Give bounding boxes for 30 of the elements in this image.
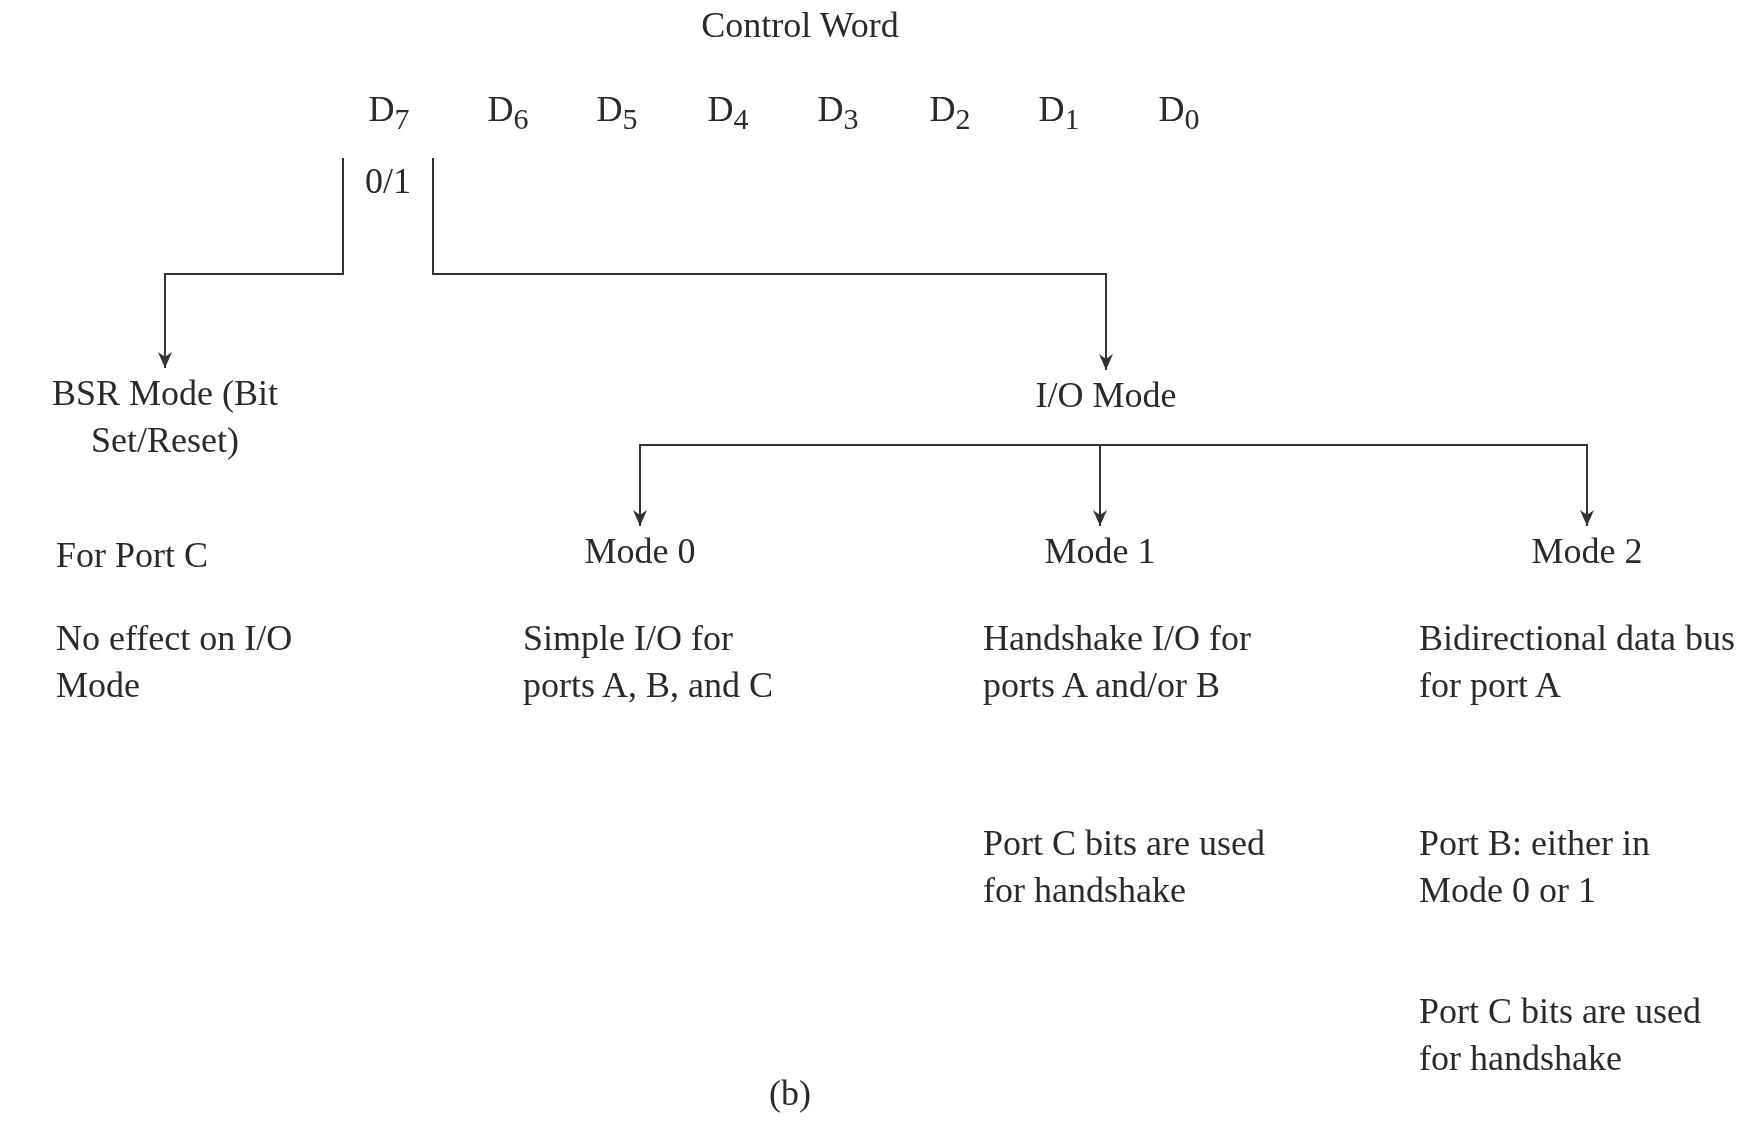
- bit-label: D$_{4}$: [706, 88, 750, 138]
- bit-label: D$_{1}$: [1037, 88, 1081, 138]
- mode-title: Mode 2: [1530, 530, 1644, 573]
- bit-label: D$_{0}$: [1157, 88, 1201, 138]
- mode-title: Mode 1: [1043, 530, 1157, 573]
- bit-label: D$_{5}$: [595, 88, 639, 138]
- bit-value: 0/1: [364, 160, 412, 203]
- figure-caption: (b): [768, 1072, 812, 1115]
- mode-title: BSR Mode (Bit Set/Reset): [50, 372, 279, 462]
- bit-label: D$_{2}$: [928, 88, 972, 138]
- arrow: [1099, 444, 1594, 527]
- mode-description: Simple I/O for ports A, B, and C: [523, 617, 774, 707]
- mode-title: I/O Mode: [1034, 374, 1178, 417]
- bit-label: D$_{6}$: [486, 88, 530, 138]
- mode-description: No effect on I/O Mode: [56, 617, 294, 707]
- mode-description: Port B: either in Mode 0 or 1: [1419, 822, 1651, 912]
- mode-description: Bidirectional data bus for port A: [1419, 617, 1736, 707]
- arrow: [633, 444, 1101, 527]
- arrow: [432, 272, 1113, 371]
- arrow: [158, 272, 344, 369]
- bit-bracket: [342, 158, 434, 274]
- bit-label: D$_{3}$: [816, 88, 860, 138]
- mode-description: Handshake I/O for ports A and/or B: [983, 617, 1252, 707]
- bit-label: D$_{7}$: [367, 88, 411, 138]
- mode-description: Port C bits are used for handshake: [1419, 990, 1702, 1080]
- mode-description: For Port C: [56, 534, 210, 577]
- mode-description: Port C bits are used for handshake: [983, 822, 1266, 912]
- mode-title: Mode 0: [583, 530, 697, 573]
- heading: Control Word: [700, 4, 900, 47]
- arrow: [1093, 444, 1107, 527]
